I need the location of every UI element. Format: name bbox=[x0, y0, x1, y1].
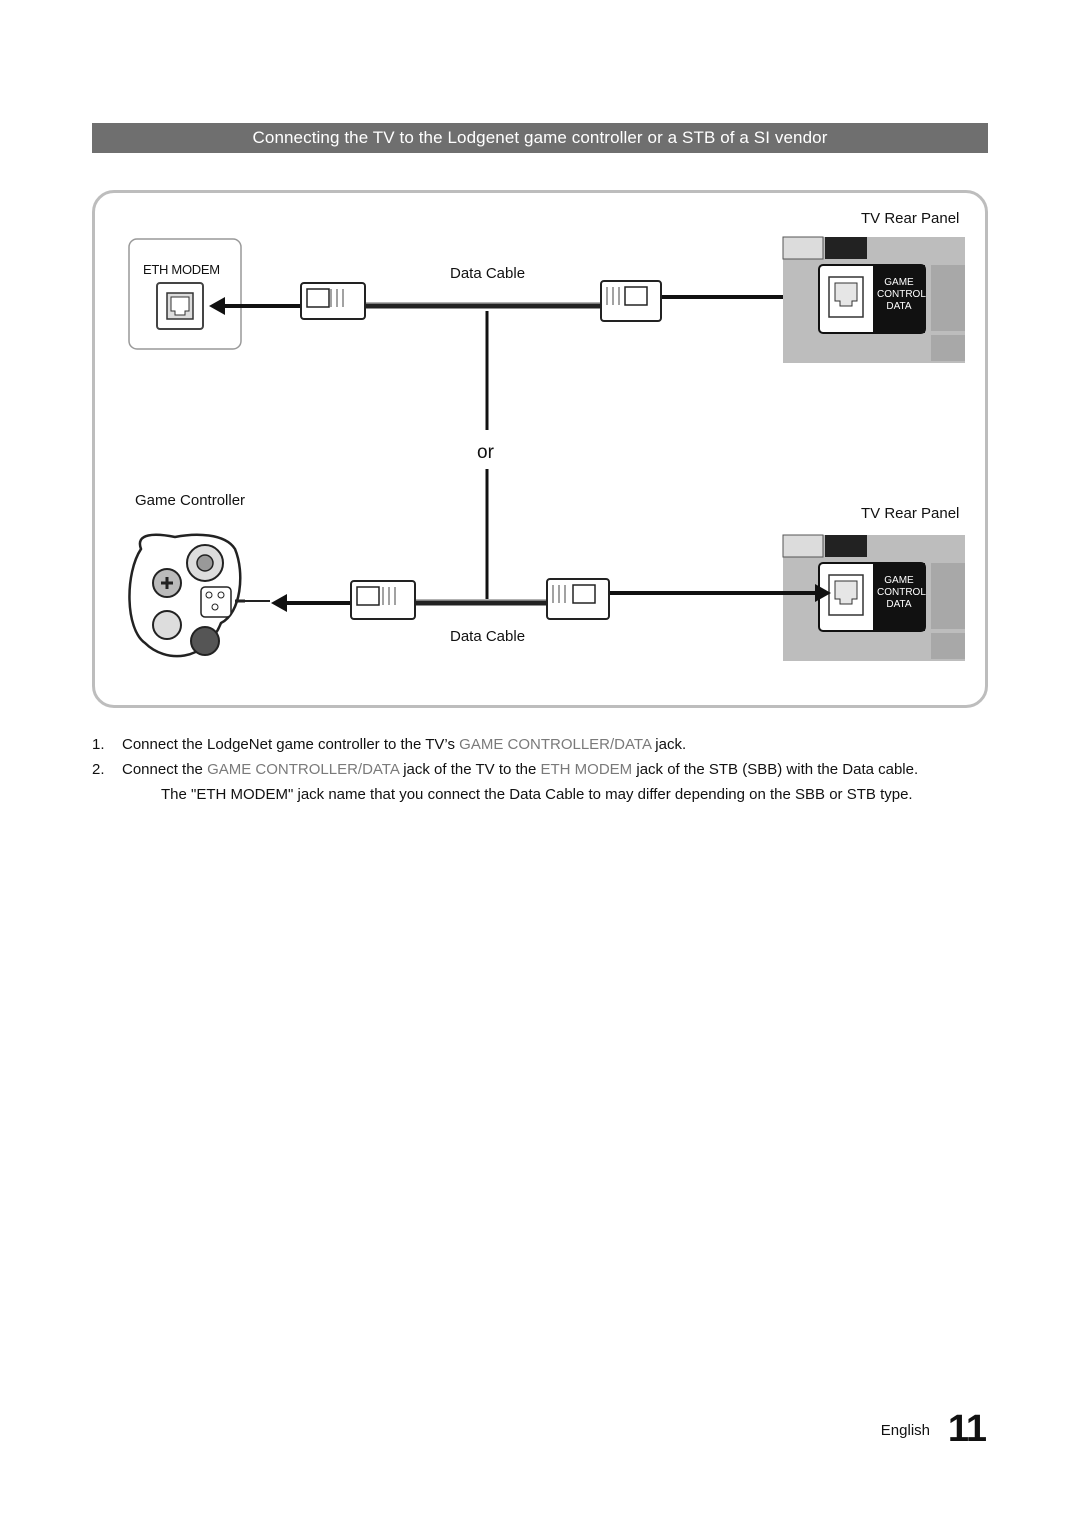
instruction-steps: 1. Connect the LodgeNet game controller t… bbox=[92, 732, 1002, 782]
data-cable-top-label: Data Cable bbox=[450, 265, 526, 282]
jack-label-line1: GAME bbox=[884, 575, 914, 586]
tv-rear-panel-top-label: TV Rear Panel bbox=[861, 210, 960, 227]
eth-modem-box bbox=[128, 238, 242, 350]
page-number: 11 bbox=[947, 1408, 987, 1450]
language-label: English bbox=[880, 1422, 930, 1439]
jack-label-bottom: GAME CONTROL DATA bbox=[877, 575, 926, 611]
jack-label-line2: CONTROL bbox=[877, 289, 926, 300]
jack-label-line2: CONTROL bbox=[877, 587, 926, 598]
jack-label-line3: DATA bbox=[886, 599, 912, 610]
jack-name-highlight: GAME CONTROLLER/DATA bbox=[459, 736, 652, 753]
rj45-plug-top-left bbox=[300, 282, 366, 320]
tv-rear-panel-bottom-label: TV Rear Panel bbox=[861, 505, 960, 522]
step-number: 1. bbox=[92, 736, 105, 753]
rj45-plug-bottom-right bbox=[546, 578, 610, 620]
game-controller-label: Game Controller bbox=[135, 492, 246, 509]
step-number: 2. bbox=[92, 761, 105, 778]
step-text: Connect the LodgeNet game controller to … bbox=[122, 736, 460, 753]
section-title: Connecting the TV to the Lodgenet game c… bbox=[92, 123, 988, 153]
bottom-data-cable bbox=[245, 584, 831, 612]
jack-name-highlight: GAME CONTROLLER/DATA bbox=[207, 761, 400, 778]
rj45-plug-bottom-left bbox=[350, 580, 416, 620]
connection-diagram: ETH MODEM Data Cable TV Rear Panel or Ga… bbox=[92, 190, 988, 708]
step-text: Connect the bbox=[122, 761, 208, 778]
data-cable-bottom-label: Data Cable bbox=[450, 628, 526, 645]
or-label: or bbox=[477, 442, 494, 463]
jack-name-highlight: ETH MODEM bbox=[540, 761, 633, 778]
eth-modem-label: ETH MODEM bbox=[143, 262, 220, 277]
jack-label-line3: DATA bbox=[886, 301, 912, 312]
game-controller-icon bbox=[128, 533, 245, 658]
note-text: The "ETH MODEM" jack name that you conne… bbox=[161, 786, 913, 803]
diagram-graphics bbox=[128, 236, 965, 661]
step-text: jack. bbox=[651, 736, 687, 753]
jack-label-top: GAME CONTROL DATA bbox=[877, 277, 926, 313]
tv-rear-panel-top bbox=[782, 236, 965, 363]
rj45-plug-top-right bbox=[600, 280, 662, 322]
step-2: 2. Connect the GAME CONTROLLER/DATA jack … bbox=[92, 757, 1002, 782]
step-1: 1. Connect the LodgeNet game controller t… bbox=[92, 732, 1002, 757]
jack-label-line1: GAME bbox=[884, 277, 914, 288]
step-text: jack of the TV to the bbox=[399, 761, 541, 778]
step-text: jack of the STB (SBB) with the Data cabl… bbox=[632, 761, 919, 778]
tv-rear-panel-bottom bbox=[782, 534, 965, 661]
